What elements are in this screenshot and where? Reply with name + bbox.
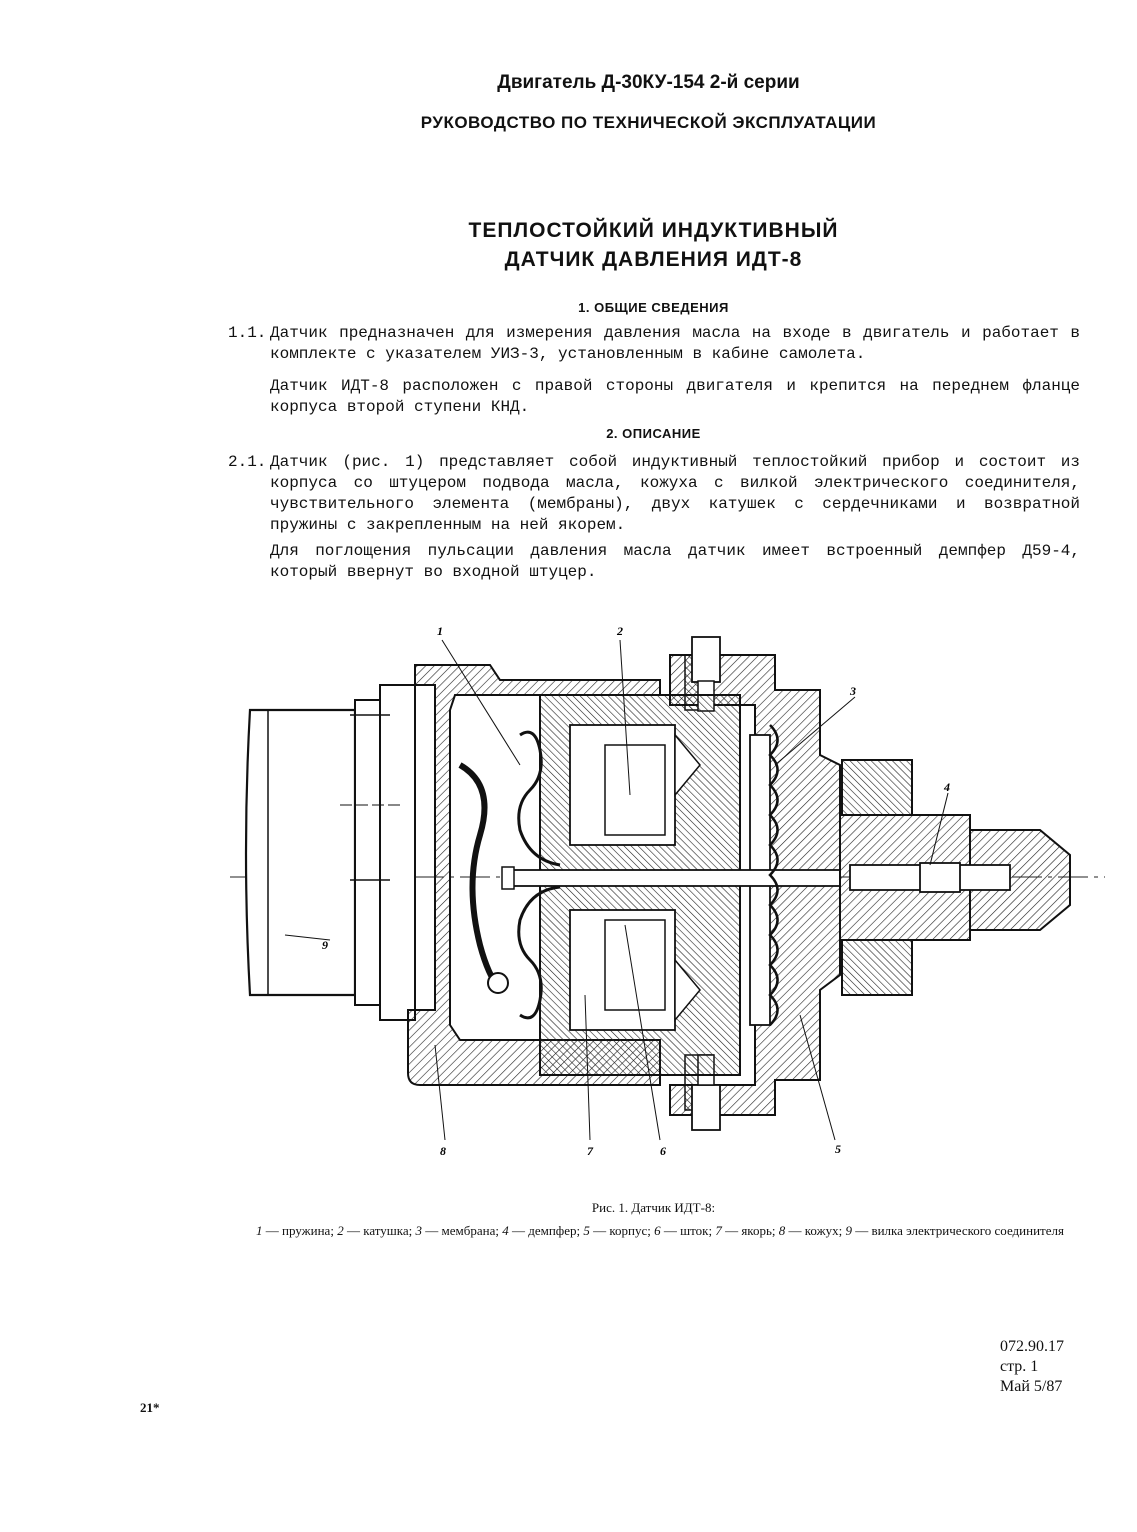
callout-8: 8 [440, 1144, 446, 1158]
title-line-2: ДАТЧИК ДАВЛЕНИЯ ИДТ-8 [504, 248, 803, 271]
membrane [768, 724, 779, 1026]
inlet-fitting [839, 759, 1071, 996]
paragraph-1-1: Датчик предназначен для измерения давлен… [270, 324, 1080, 363]
paragraph-number-2-1: 2.1. [228, 453, 267, 471]
section-2-heading: 2. ОПИСАНИЕ [606, 426, 701, 441]
legend-item: 9 — вилка электрического соединителя [845, 1223, 1064, 1238]
legend-item: 3 — мембрана; [415, 1223, 499, 1238]
legend-item: 6 — шток; [654, 1223, 713, 1238]
legend-item: 8 — кожух; [778, 1223, 843, 1238]
callout-1: 1 [437, 624, 443, 638]
legend-item: 1 — пружина; [256, 1223, 334, 1238]
callout-6: 6 [660, 1144, 666, 1158]
callout-5: 5 [835, 1142, 841, 1156]
legend-item: 5 — корпус; [583, 1223, 651, 1238]
title-line-1: ТЕПЛОСТОЙКИЙ ИНДУКТИВНЫЙ [468, 219, 839, 242]
legend-item: 4 — демпфер; [502, 1223, 581, 1238]
wire-bundle [458, 762, 503, 992]
section-1-heading: 1. ОБЩИЕ СВЕДЕНИЯ [578, 300, 729, 315]
engine-header: Двигатель Д-30КУ-154 2-й серии [497, 72, 800, 93]
callout-9: 9 [322, 938, 328, 952]
paragraph-2-1: Датчик (рис. 1) представляет собой индук… [270, 453, 1080, 534]
paragraph-2-1-cont: Для поглощения пульсации давления масла … [270, 542, 1080, 581]
legend-item: 7 — якорь; [715, 1223, 776, 1238]
revision-date: Май 5/87 [1000, 1378, 1063, 1395]
page-number: стр. 1 [1000, 1358, 1039, 1375]
callout-3: 3 [849, 684, 856, 698]
callout-2: 2 [616, 624, 623, 638]
sensor-cross-section-drawing: 1 2 3 4 5 6 7 8 9 [230, 624, 1105, 1158]
paragraph-1-1-cont: Датчик ИДТ-8 расположен с правой стороны… [270, 377, 1080, 416]
callout-7: 7 [587, 1144, 594, 1158]
callout-leaders [284, 639, 949, 1141]
figure-caption: Рис. 1. Датчик ИДТ-8: [591, 1200, 716, 1215]
document-number: 072.90.17 [1000, 1338, 1064, 1355]
paragraph-number-1-1: 1.1. [228, 324, 267, 342]
connector-plug [244, 684, 416, 1021]
callout-4: 4 [943, 780, 950, 794]
stem [501, 866, 841, 890]
page-title: ТЕПЛОСТОЙКИЙ ИНДУКТИВНЫЙ ДАТЧИК ДАВЛЕНИЯ… [0, 216, 1137, 274]
sheet-mark: 21* [140, 1400, 160, 1415]
spring [517, 730, 561, 1020]
legend-item: 2 — катушка; [337, 1223, 413, 1238]
manual-header: РУКОВОДСТВО ПО ТЕХНИЧЕСКОЙ ЭКСПЛУАТАЦИИ [420, 113, 877, 132]
figure-legend: 1 — пружина; 2 — катушка; 3 — мембрана; … [245, 1222, 1075, 1239]
